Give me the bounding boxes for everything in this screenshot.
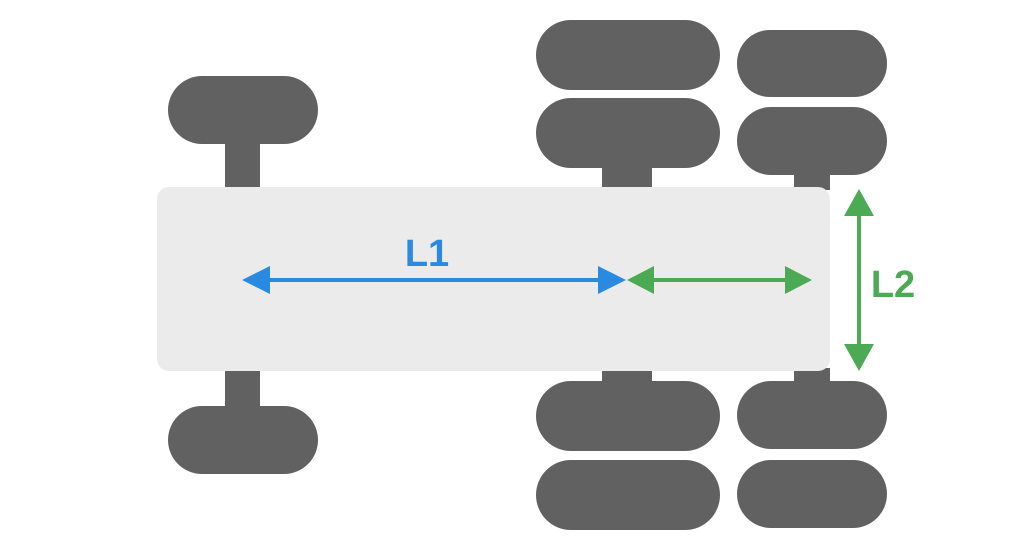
- tire-mid-top-outer: [536, 20, 720, 90]
- label-l2: L2: [871, 264, 915, 306]
- tire-mid-top-inner: [536, 98, 720, 168]
- tire-front-bottom: [168, 406, 318, 474]
- tire-rear-top-outer: [737, 30, 887, 97]
- tire-rear-bottom-inner: [737, 381, 887, 449]
- l2-horizontal-arrow: [627, 266, 812, 294]
- front-axle-bottom: [225, 368, 260, 410]
- front-axle-top: [225, 140, 260, 190]
- label-l1: L1: [405, 233, 449, 275]
- tire-rear-bottom-outer: [737, 460, 887, 528]
- tire-front-top: [168, 76, 318, 144]
- tire-mid-bottom-outer: [536, 460, 720, 530]
- l2-vertical-arrow: [844, 189, 874, 371]
- tire-rear-top-inner: [737, 107, 887, 175]
- l1-arrow: [242, 266, 626, 294]
- tire-mid-bottom-inner: [536, 381, 720, 451]
